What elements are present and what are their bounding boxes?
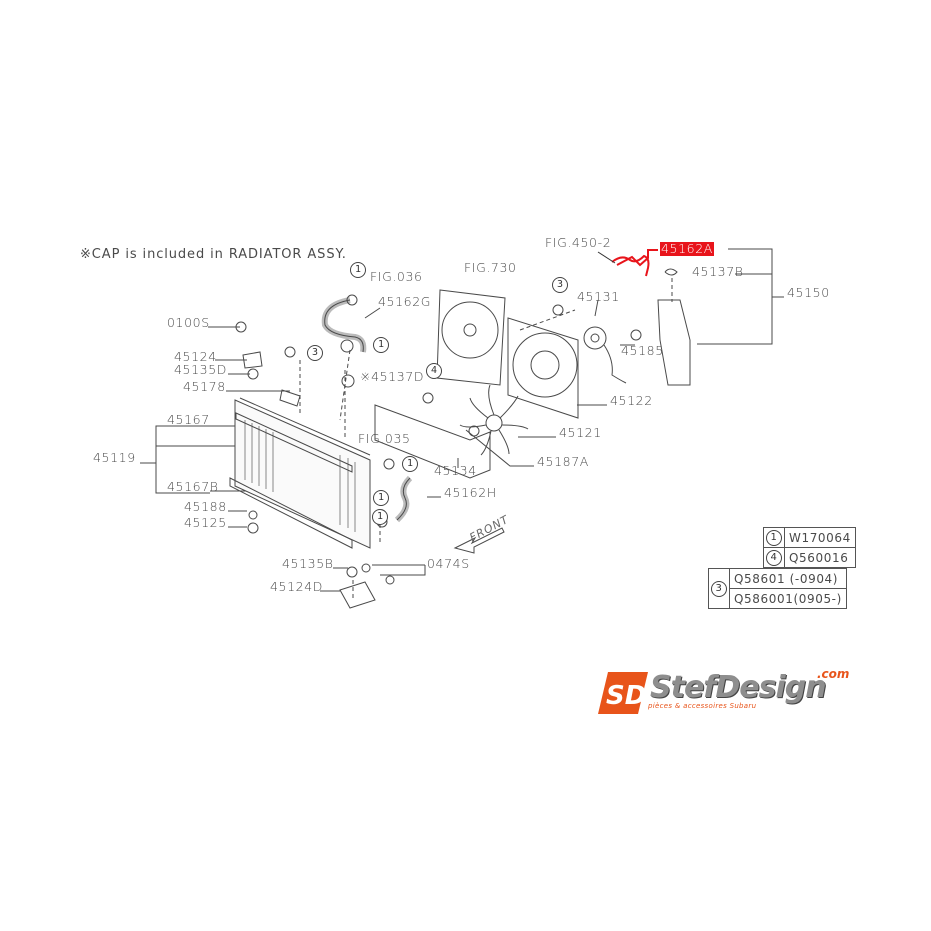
part-label-45162g[interactable]: 45162G (378, 294, 432, 309)
part-label-fig-035[interactable]: FIG.035 (358, 431, 411, 446)
callout-1-icon: 1 (372, 509, 388, 525)
part-label-45135b[interactable]: 45135B (282, 556, 334, 571)
callout-3-icon: 3 (552, 277, 568, 293)
part-label-45124[interactable]: 45124 (174, 349, 217, 364)
part-label-45134[interactable]: 45134 (434, 463, 477, 478)
callout-1-icon: 1 (373, 490, 389, 506)
part-label-45185[interactable]: 45185 (621, 343, 664, 358)
callout-4-icon: 4 (426, 363, 442, 379)
legend-part-number: Q586001(0905-) (729, 588, 847, 609)
part-label-45178[interactable]: 45178 (183, 379, 226, 394)
part-label-45121[interactable]: 45121 (559, 425, 602, 440)
part-label-45150[interactable]: 45150 (787, 285, 830, 300)
callout-1-icon: 1 (402, 456, 418, 472)
part-label-fig-036[interactable]: FIG.036 (370, 269, 423, 284)
callout-icon: 4 (766, 550, 782, 566)
part-label-45167b[interactable]: 45167B (167, 479, 219, 494)
callout-1-icon: 1 (373, 337, 389, 353)
sd-logo-mark-icon: SD (598, 672, 648, 714)
part-label-45167[interactable]: 45167 (167, 412, 210, 427)
legend-row: 4 Q560016 (763, 547, 856, 568)
part-label-45124d[interactable]: 45124D (270, 579, 323, 594)
part-label-45162h[interactable]: 45162H (444, 485, 497, 500)
part-label-45188[interactable]: 45188 (184, 499, 227, 514)
part-label-45131[interactable]: 45131 (577, 289, 620, 304)
legend-row: 1 W170064 (763, 527, 856, 548)
logo-tagline: pièces & accessoires Subaru (648, 702, 757, 710)
legend-part-number: W170064 (784, 527, 856, 548)
part-label-45122[interactable]: 45122 (610, 393, 653, 408)
legend-part-number: Q560016 (784, 547, 856, 568)
callout-icon: 1 (766, 530, 782, 546)
part-label-45137b[interactable]: 45137B (692, 264, 744, 279)
part-label-45162a[interactable]: 45162A (660, 241, 714, 256)
callout-1-icon: 1 (350, 262, 366, 278)
legend-row: 3 Q58601 (-0904) (708, 568, 847, 609)
part-label-0100s[interactable]: 0100S (167, 315, 210, 330)
legend-table-bottom: 3 Q58601 (-0904) Q586001(0905-) (708, 568, 847, 609)
logo-suffix: .com (817, 667, 850, 681)
legend-table-top: 1 W170064 4 Q560016 (763, 527, 856, 568)
part-label-0474s[interactable]: 0474S (427, 556, 470, 571)
logo-wordmark: StefDesign (650, 670, 827, 705)
part-label-45135d[interactable]: 45135D (174, 362, 227, 377)
part-label-45187a[interactable]: 45187A (537, 454, 589, 469)
legend-part-number: Q58601 (-0904) (729, 568, 847, 589)
callout-icon: 3 (711, 581, 727, 597)
legend-row: Q586001(0905-) (709, 588, 847, 609)
part-label-45125[interactable]: 45125 (184, 515, 227, 530)
callout-3-icon: 3 (307, 345, 323, 361)
part-label-45137d[interactable]: ※45137D (360, 369, 425, 384)
part-label-fig-730[interactable]: FIG.730 (464, 260, 517, 275)
part-label-fig-450-2[interactable]: FIG.450-2 (545, 235, 612, 250)
cap-included-note: ※CAP is included in RADIATOR ASSY. (80, 247, 347, 262)
logo-mark-text: SD (606, 681, 646, 711)
part-label-45119[interactable]: 45119 (93, 450, 136, 465)
